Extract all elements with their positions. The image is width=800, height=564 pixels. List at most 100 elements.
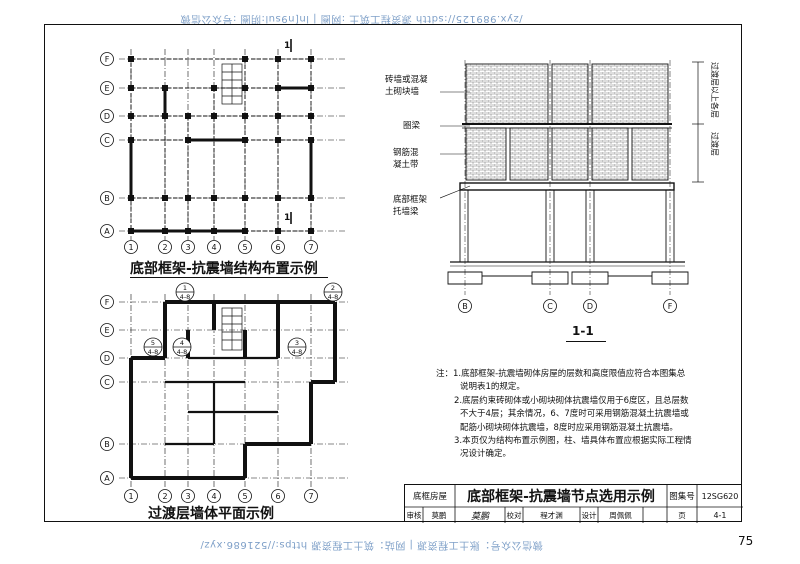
plan2-row-labels: F E D C B A — [104, 298, 110, 483]
page-number: 75 — [738, 534, 754, 548]
notes: 注：1.底部框架-抗震墙砌体房屋的层数和高度限值应符合本图集总 说明表1的规定。… — [436, 368, 736, 462]
tb-check-label: 校对 — [506, 510, 522, 520]
plan2-col-label: 7 — [308, 492, 313, 501]
section-mark-bottom: 1 — [284, 213, 290, 223]
plan2-drawing: F E D C B A 1 2 3 4 5 6 7 14-8 24-8 54-8… — [100, 282, 350, 503]
plan2-walls — [129, 300, 337, 480]
section-label: 土砌块墙 — [385, 87, 420, 97]
plan1-col-label: 5 — [242, 243, 247, 252]
tb-atlas-no: 12SG620 — [701, 491, 739, 501]
plan2-inner-walls — [165, 356, 278, 446]
detail-ref: 4-8 — [292, 348, 303, 356]
plan1-drawing: F E D C B A 1 2 3 4 5 6 7 1 1 — [100, 39, 345, 254]
plan1-row-label: B — [104, 194, 110, 203]
plan1-col-label: 6 — [275, 243, 280, 252]
plan2-row-label: C — [104, 378, 110, 387]
notes-prefix: 注： — [436, 369, 454, 379]
plan1-col-label: 3 — [185, 243, 190, 252]
plan2-row-label: D — [104, 354, 110, 363]
section-label: 凝土带 — [393, 160, 419, 170]
notes-line-7: 况设计确定。 — [460, 449, 512, 460]
tb-reviewer: 莫鹏 — [431, 510, 447, 520]
plan2-row-label: A — [104, 474, 110, 483]
plan2-row-label: B — [104, 440, 110, 449]
plan2-detail-bubbles — [143, 282, 343, 357]
detail-num: 4 — [180, 339, 184, 347]
section-label: 砖墙或混凝 — [385, 75, 428, 85]
plan1-col-labels: 1 2 3 4 5 6 7 — [128, 243, 313, 252]
plan2-stair — [221, 307, 243, 351]
plan1-shear-walls — [129, 86, 313, 233]
plan1-col-label: 4 — [211, 243, 216, 252]
title-block: 底框房屋 底部框架-抗震墙节点选用示例 图集号 12SG620 审核 莫鹏 莫鹏… — [404, 484, 743, 523]
detail-ref: 4-8 — [177, 348, 188, 356]
plan1-stair — [221, 63, 243, 105]
plan2-col-label: 1 — [128, 492, 133, 501]
tb-review-label: 审核 — [406, 510, 422, 520]
plan2-col-label: 4 — [211, 492, 216, 501]
plan1-columns — [128, 56, 314, 234]
section-drawing: B C D F 过渡层以上各层 过渡层 — [440, 60, 720, 313]
plan1-row-label: D — [104, 112, 110, 121]
plan2-row-label: E — [104, 326, 109, 335]
section-axis-label: B — [462, 302, 468, 311]
notes-line-5: 配筋小砌块砌体抗震墙，8度时应采用钢筋混凝土抗震墙。 — [460, 422, 678, 433]
section-axis-label: F — [668, 302, 673, 311]
plan2-col-label: 6 — [275, 492, 280, 501]
section-label: 钢筋混 — [393, 148, 419, 158]
plan2-col-label: 5 — [242, 492, 247, 501]
tb-designer: 周佩佩 — [609, 510, 632, 520]
plan1-row-bubbles — [100, 52, 114, 238]
tb-page-no: 4-1 — [713, 510, 727, 520]
plan1-title-underline — [130, 277, 328, 278]
plan1-row-label: E — [104, 84, 109, 93]
tb-category: 底框房屋 — [412, 492, 447, 502]
section-title: 1-1 — [572, 324, 594, 338]
notes-line-1: 注：1.底部框架-抗震墙砌体房屋的层数和高度限值应符合本图集总 — [436, 369, 686, 379]
plan2-row-bubbles — [100, 295, 114, 485]
detail-ref: 4-8 — [180, 293, 191, 301]
plan1-col-label: 1 — [128, 243, 133, 252]
notes-line-2: 说明表1的规定。 — [460, 382, 525, 393]
detail-ref: 4-8 — [328, 293, 339, 301]
section-label: 托墙梁 — [393, 207, 419, 217]
plan2-axis-lines — [119, 294, 350, 488]
plan1-col-bubbles — [124, 240, 318, 254]
section-label: 底部框架 — [393, 195, 428, 205]
notes-line-3: 2.底层约束砖砌体或小砌块砌体抗震墙仅用于6度区，且总层数 — [454, 395, 689, 406]
plan2-col-label: 3 — [185, 492, 190, 501]
plan1-beams — [130, 58, 312, 232]
tb-page-label: 页 — [678, 510, 686, 520]
plan1-row-label: C — [104, 136, 110, 145]
plan1-col-label: 2 — [162, 243, 167, 252]
plan1-col-label: 7 — [308, 243, 313, 252]
detail-num: 1 — [183, 284, 187, 292]
section-right-label-transition: 过渡层 — [710, 132, 720, 156]
plan2-col-label: 2 — [162, 492, 167, 501]
detail-num: 5 — [151, 339, 155, 347]
plan2-detail-labels: 14-8 24-8 54-8 44-8 34-8 — [148, 284, 339, 356]
tb-checker: 程才渊 — [540, 510, 563, 520]
plan2-col-bubbles — [124, 489, 318, 503]
plan2-row-label: F — [105, 298, 110, 307]
tb-main-title: 底部框架-抗震墙节点选用示例 — [467, 489, 655, 505]
tb-atlas-label: 图集号 — [669, 492, 695, 502]
plan1-title: 底部框架-抗震墙结构布置示例 — [130, 261, 318, 277]
section-right-label-upper: 过渡层以上各层 — [710, 62, 720, 118]
section-title-underline — [566, 341, 606, 342]
tb-design-label: 设计 — [581, 510, 597, 520]
watermark-bottom: 微信公众号：账土工程资源 | 网站：筑土工程资源 https://521686.… — [200, 539, 543, 550]
notes-line-6: 3.本页仅为结构布置示例图，柱、墙具体布置应根据实际工程情 — [454, 436, 692, 447]
plan1-row-labels: F E D C B A — [104, 55, 110, 236]
plan2-col-labels: 1 2 3 4 5 6 7 — [128, 492, 313, 501]
plan1-row-label: F — [105, 55, 110, 64]
section-axis-label: D — [587, 302, 593, 311]
section-label: 圈梁 — [403, 121, 421, 131]
plan2-title: 过渡层墙体平面示例 — [148, 506, 274, 522]
plan1-row-label: A — [104, 227, 110, 236]
notes-line-4: 不大于4层；其余情况，6、7度时可采用钢筋混凝土抗震墙或 — [460, 409, 689, 420]
detail-ref: 4-8 — [148, 348, 159, 356]
detail-num: 3 — [295, 339, 299, 347]
section-mark-top: 1 — [284, 41, 290, 51]
section-axis-label: C — [547, 302, 553, 311]
